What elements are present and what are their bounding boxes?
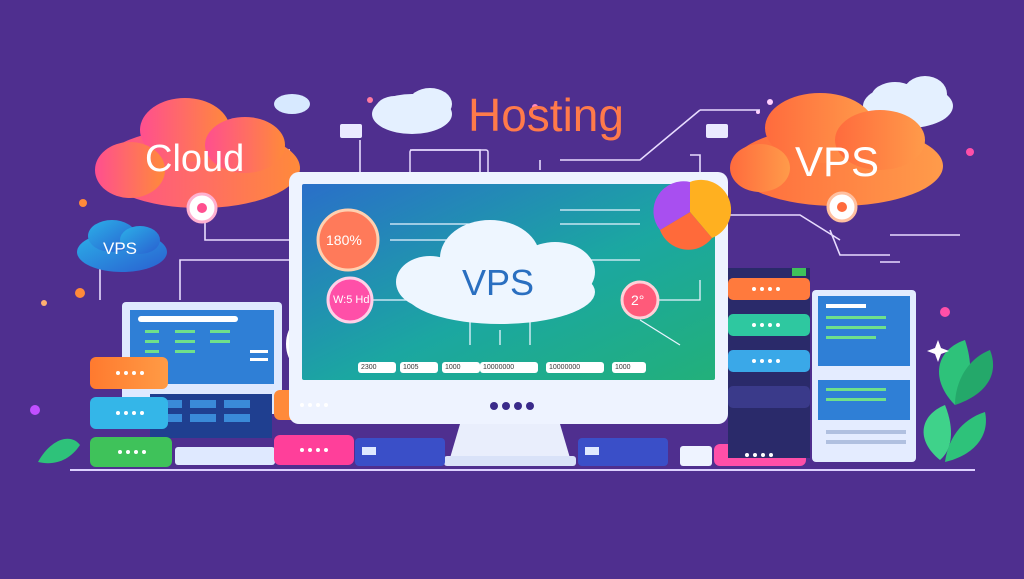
button-dots: [752, 359, 780, 363]
monitor-cloud-icon: [396, 220, 595, 324]
leaf-icon: [38, 340, 994, 464]
badge-top-left: [316, 208, 380, 272]
server-box-icon: [578, 438, 668, 466]
button-dots: [300, 403, 328, 407]
stat-chip: 10000000: [480, 362, 538, 373]
server-box-icon: [355, 438, 445, 466]
button-dots: [116, 371, 144, 375]
button-dots: [116, 411, 144, 415]
headline: Hosting: [468, 89, 624, 141]
server-rack-icon: [728, 268, 810, 458]
button-dots: [300, 448, 328, 452]
stat-chip: 1000: [442, 362, 480, 373]
server-chip-icon: [340, 124, 362, 138]
server-chip-icon: [706, 124, 728, 138]
cloud-left-icon: [95, 98, 300, 208]
cloud-small-label: VPS: [103, 239, 138, 258]
stat-chip: 2300: [358, 362, 396, 373]
button-dots: [118, 450, 146, 454]
pie-chart-icon: [653, 179, 732, 250]
stat-chip: 10000000: [546, 362, 604, 373]
button-dots: [752, 323, 780, 327]
badge-right-label: 2°: [631, 292, 645, 308]
badge-mid-left: [326, 276, 374, 324]
cloud-right-label: VPS: [795, 138, 880, 185]
badge-top-left-label: 180%: [326, 232, 362, 248]
button-dots: [752, 287, 780, 291]
badge-mid-left-label: W:5 Hd: [333, 294, 370, 306]
badge-right: [620, 280, 660, 320]
stat-chip: 1005: [400, 362, 438, 373]
monitor-cloud-label: VPS: [462, 262, 535, 303]
cloud-left-label: Cloud: [145, 138, 245, 180]
sparkle-dots: [30, 97, 974, 415]
stat-chip: 1000: [612, 362, 646, 373]
stat-chip-row: 2300 1005 1000 10000000 10000000 1000: [358, 362, 648, 376]
cloud-right-icon: [730, 93, 943, 206]
button-dots: [745, 453, 773, 457]
sparkle-icon: [927, 340, 949, 362]
vps-small-cloud-icon: [77, 220, 167, 272]
tablet-icon: [812, 290, 916, 462]
